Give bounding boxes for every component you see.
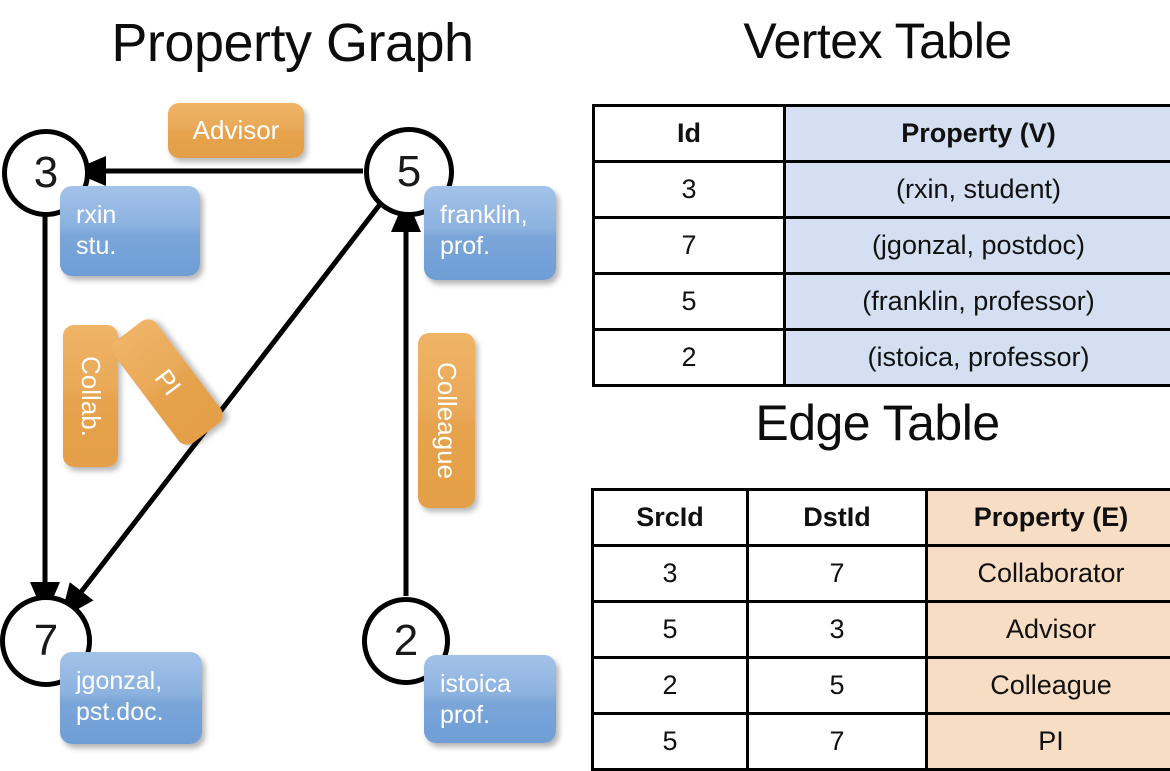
vertex-cell-property: (rxin, student) xyxy=(785,162,1170,218)
vertex-table-header-row: Id Property (V) xyxy=(594,106,1170,162)
edge-table-header-dstid: DstId xyxy=(748,490,927,546)
node-property-line-1: jgonzal, xyxy=(76,666,186,697)
vertex-cell-id: 3 xyxy=(594,162,785,218)
property-graph-diagram: 3 5 7 2 rxin stu. franklin, prof. jgonza… xyxy=(0,0,585,760)
vertex-table-header-property: Property (V) xyxy=(785,106,1170,162)
node-property-line-2: prof. xyxy=(440,700,540,731)
table-row: 5 7 PI xyxy=(593,714,1170,770)
node-property-box-7: jgonzal, pst.doc. xyxy=(60,652,202,744)
edge-label-advisor-text: Advisor xyxy=(193,115,280,146)
table-row: 2 5 Colleague xyxy=(593,658,1170,714)
vertex-cell-property: (jgonzal, postdoc) xyxy=(785,218,1170,274)
edge-cell-dstid: 3 xyxy=(748,602,927,658)
table-row: 3 7 Collaborator xyxy=(593,546,1170,602)
table-row: 5 (franklin, professor) xyxy=(594,274,1170,330)
node-property-box-3: rxin stu. xyxy=(60,186,200,276)
vertex-cell-id: 2 xyxy=(594,330,785,386)
edge-cell-dstid: 7 xyxy=(748,546,927,602)
edge-table-header-srcid: SrcId xyxy=(593,490,748,546)
table-row: 5 3 Advisor xyxy=(593,602,1170,658)
edge-cell-property: PI xyxy=(927,714,1170,770)
node-property-line-2: stu. xyxy=(76,231,184,262)
edge-cell-dstid: 5 xyxy=(748,658,927,714)
vertex-cell-id: 7 xyxy=(594,218,785,274)
edge-label-colleague-text: Colleague xyxy=(431,362,462,479)
vertex-cell-property: (istoica, professor) xyxy=(785,330,1170,386)
edge-cell-srcid: 2 xyxy=(593,658,748,714)
edge-cell-srcid: 5 xyxy=(593,602,748,658)
edge-table-header-row: SrcId DstId Property (E) xyxy=(593,490,1170,546)
node-property-line-1: istoica xyxy=(440,669,540,700)
edge-label-colleague: Colleague xyxy=(418,333,475,508)
page-title-vertex-table: Vertex Table xyxy=(585,12,1170,70)
vertex-table: Id Property (V) 3 (rxin, student) 7 (jgo… xyxy=(592,104,1170,387)
vertex-table-header-id: Id xyxy=(594,106,785,162)
page-title-edge-table: Edge Table xyxy=(585,394,1170,452)
edge-label-collab: Collab. xyxy=(63,325,118,467)
edge-label-advisor: Advisor xyxy=(168,103,304,158)
edge-cell-property: Collaborator xyxy=(927,546,1170,602)
edge-label-collab-text: Collab. xyxy=(75,356,106,437)
edge-cell-srcid: 3 xyxy=(593,546,748,602)
edge-cell-srcid: 5 xyxy=(593,714,748,770)
edge-label-pi-text: PI xyxy=(148,363,188,401)
table-row: 2 (istoica, professor) xyxy=(594,330,1170,386)
table-row: 3 (rxin, student) xyxy=(594,162,1170,218)
table-row: 7 (jgonzal, postdoc) xyxy=(594,218,1170,274)
vertex-cell-id: 5 xyxy=(594,274,785,330)
node-property-line-2: pst.doc. xyxy=(76,697,186,728)
vertex-cell-property: (franklin, professor) xyxy=(785,274,1170,330)
node-property-line-1: rxin xyxy=(76,200,184,231)
edge-cell-property: Advisor xyxy=(927,602,1170,658)
edge-table-header-property: Property (E) xyxy=(927,490,1170,546)
edge-cell-dstid: 7 xyxy=(748,714,927,770)
node-property-line-1: franklin, xyxy=(440,200,540,231)
node-property-box-2: istoica prof. xyxy=(424,655,556,743)
node-property-line-2: prof. xyxy=(440,231,540,262)
node-property-box-5: franklin, prof. xyxy=(424,186,556,280)
edge-cell-property: Colleague xyxy=(927,658,1170,714)
edge-table: SrcId DstId Property (E) 3 7 Collaborato… xyxy=(591,488,1170,771)
